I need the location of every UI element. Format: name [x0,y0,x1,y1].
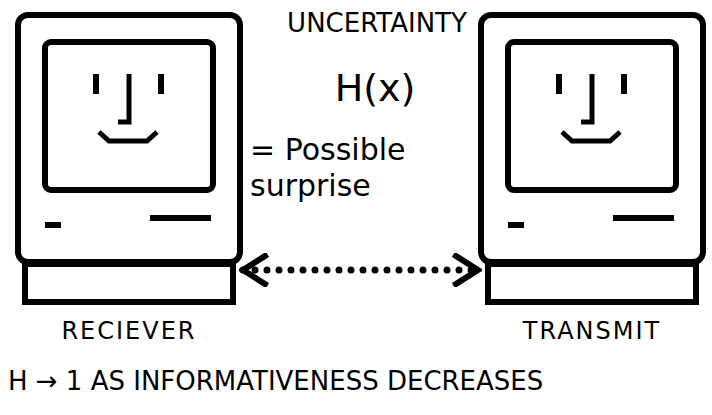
note-text: H(x) [300,66,450,112]
computer-node: RECIEVER [15,12,243,345]
link-arrow [243,267,478,274]
computer-icon [15,12,243,307]
note-text: = Possible surprise [250,132,470,204]
node-label: RECIEVER [15,317,243,345]
node-label: TRANSMIT [478,317,706,345]
note-text: H → 1 AS INFORMATIVENESS DECREASES [8,366,708,397]
computer-node: TRANSMIT [478,12,706,345]
computer-icon [478,12,706,307]
note-text: UNCERTAINTY [262,8,492,39]
